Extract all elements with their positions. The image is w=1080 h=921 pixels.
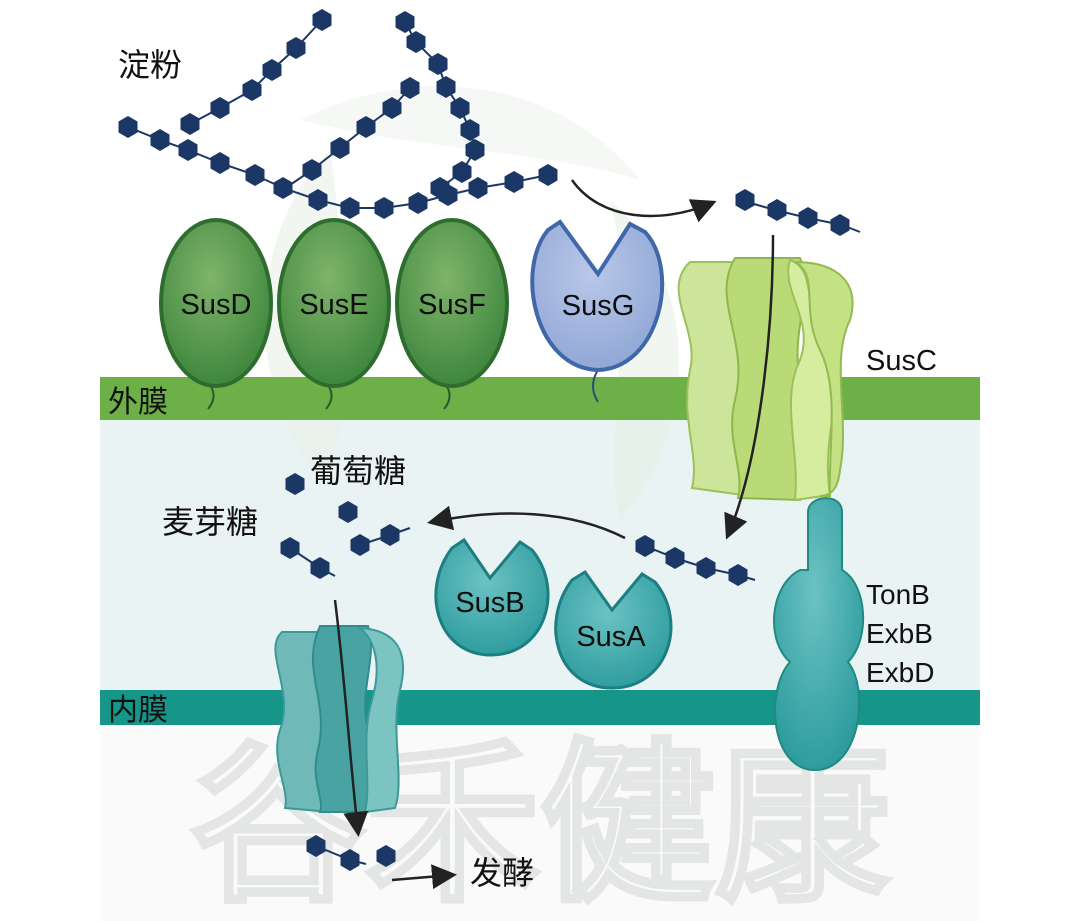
susb-label: SusB: [455, 587, 524, 619]
arrow-starch-to-susc: [570, 179, 717, 223]
starch-chains: [118, 9, 861, 236]
susb-protein: SusB: [434, 537, 550, 657]
product-sugars: [280, 473, 411, 579]
outer-membrane-label: 外膜: [108, 385, 168, 420]
arrow-through-inner-transporter: [333, 599, 369, 837]
maltose-label: 麦芽糖: [162, 503, 258, 541]
tonb-label: TonB: [866, 579, 930, 610]
periplasm-oligosaccharide: [635, 535, 756, 586]
susa-protein: SusA: [554, 569, 673, 690]
susa-label: SusA: [576, 621, 646, 653]
exbb-label: ExbB: [866, 618, 933, 649]
arrow-to-fermentation: [391, 864, 457, 890]
susc-channel: [677, 257, 854, 502]
arrow-through-susc: [724, 234, 775, 540]
susf-protein: SusF: [395, 218, 509, 410]
arrow-to-products: [427, 505, 626, 540]
exbd-label: ExbD: [866, 657, 934, 688]
susc-label: SusC: [866, 345, 937, 377]
suse-protein: SusE: [277, 218, 391, 410]
susd-label: SusD: [181, 289, 252, 321]
susf-label: SusF: [418, 289, 486, 321]
fermentation-label: 发酵: [470, 854, 534, 892]
susg-label: SusG: [562, 290, 635, 322]
glucose-label: 葡萄糖: [310, 452, 406, 490]
cytoplasm-sugars: [306, 835, 396, 871]
starch-label: 淀粉: [118, 46, 182, 84]
inner-membrane-label: 内膜: [108, 693, 168, 728]
tonb-complex: [773, 497, 865, 772]
susd-protein: SusD: [159, 218, 273, 410]
suse-label: SusE: [299, 289, 368, 321]
susg-protein: SusG: [530, 219, 665, 403]
inner-membrane-transporter: [274, 625, 405, 814]
